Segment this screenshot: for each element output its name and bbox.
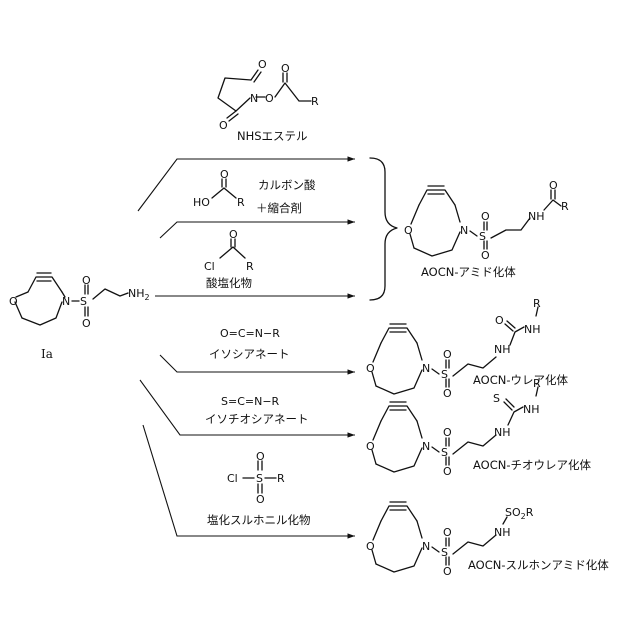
sulfonamide-so2r-group: SO2R	[505, 506, 534, 521]
sulfonyl-chloride-sulfur: S	[256, 472, 263, 485]
ia-ring-oxygen: O	[9, 295, 18, 308]
reagent-isothiocyanate: S=C=N−R イソチオシアネート	[205, 395, 309, 426]
urea-sulfonyl-oxygen-bottom: O	[443, 387, 452, 400]
sulfonamide-ring-oxygen: O	[366, 540, 375, 553]
acid-chloride-chlorine: Cl	[204, 260, 215, 273]
nhs-nitrogen: N	[250, 92, 258, 105]
acid-chloride-carbonyl-oxygen: O	[229, 228, 238, 241]
reagent-carboxylic-acid: HO O R カルボン酸 ＋縮合剤	[193, 168, 316, 215]
sulfonamide-sulfur: S	[441, 546, 448, 559]
reagent-sulfonyl-chloride: Cl S O O R 塩化スルホニル化物	[207, 450, 311, 527]
urea-sulfonyl-oxygen-top: O	[443, 348, 452, 361]
sulfonamide-product-label: AOCN-スルホンアミド化体	[468, 558, 609, 572]
nhs-ring-carbonyl-bottom: O	[219, 119, 228, 132]
sulfonyl-chloride-r-group: R	[277, 472, 285, 485]
isocyanate-formula: O=C=N−R	[220, 327, 280, 340]
amide-ring-bonds	[410, 186, 460, 256]
carboxylic-acid-label: カルボン酸	[258, 178, 316, 192]
condensing-agent-label: ＋縮合剤	[256, 201, 302, 215]
sulfonyl-chloride-label: 塩化スルホニル化物	[207, 513, 311, 527]
sulfonamide-sulfonyl-oxygen-top: O	[443, 526, 452, 539]
thiourea-product-label: AOCN-チオウレア化体	[473, 458, 591, 472]
nhs-r-group: R	[311, 95, 319, 108]
product-amide: O N S O O NH O R AOCN-アミド化体	[404, 179, 569, 279]
ia-amine: NH2	[128, 287, 150, 302]
carboxylic-hydroxyl: HO	[193, 196, 210, 209]
sulfonamide-ring-bonds	[372, 502, 422, 572]
urea-ring-oxygen: O	[366, 362, 375, 375]
carboxylic-r-group: R	[237, 196, 245, 209]
thiourea-nh-far: NH	[523, 403, 540, 416]
product-sulfonamide: O N S O O NH SO2R AOCN-スルホンアミド化体	[366, 502, 609, 578]
arrow-carboxylic-acid	[160, 222, 355, 238]
urea-sulfur: S	[441, 368, 448, 381]
amide-ring-oxygen: O	[404, 224, 413, 237]
urea-ring-bonds	[372, 324, 422, 394]
thiourea-sulfonyl-oxygen-top: O	[443, 426, 452, 439]
acid-chloride-label: 酸塩化物	[206, 276, 252, 290]
thiourea-thiocarbonyl-sulfur: S	[493, 392, 500, 405]
starting-material-ia: O N S O O NH2 Ia	[9, 273, 150, 361]
starting-material-label: Ia	[41, 347, 53, 361]
urea-nh-far: NH	[524, 323, 541, 336]
amide-sulfonyl-oxygen-top: O	[481, 210, 490, 223]
ia-ring-bonds	[15, 273, 65, 325]
nhs-ester-oxygen: O	[265, 92, 274, 105]
acid-chloride-bonds	[220, 239, 245, 258]
amide-product-label: AOCN-アミド化体	[421, 265, 516, 279]
amide-sulfur: S	[479, 230, 486, 243]
isothiocyanate-label: イソチオシアネート	[205, 412, 309, 426]
carboxylic-bonds	[212, 179, 236, 198]
carboxylic-carbonyl-oxygen: O	[220, 168, 229, 181]
nhs-ring-carbonyl-top: O	[258, 58, 267, 71]
reagent-nhs-ester: O O N O O R NHSエステル	[218, 58, 319, 143]
amide-r-group: R	[561, 200, 569, 213]
ia-ring-nitrogen: N	[62, 295, 70, 308]
thiourea-nh-near: NH	[494, 426, 511, 439]
nhs-carbonyl-oxygen: O	[281, 62, 290, 75]
sulfonyl-chloride-oxygen-top: O	[256, 450, 265, 463]
ia-sulfonyl-oxygen-top: O	[82, 274, 91, 287]
amide-sulfonyl-oxygen-bottom: O	[481, 249, 490, 262]
acid-chloride-r-group: R	[246, 260, 254, 273]
amide-routes-brace	[370, 158, 397, 300]
urea-nh-near: NH	[494, 343, 511, 356]
thiourea-ring-nitrogen: N	[422, 440, 430, 453]
isocyanate-label: イソシアネート	[209, 347, 290, 361]
urea-product-label: AOCN-ウレア化体	[473, 373, 568, 387]
isothiocyanate-formula: S=C=N−R	[221, 395, 280, 408]
thiourea-ring-bonds	[372, 402, 422, 472]
nhs-ester-label: NHSエステル	[237, 129, 308, 143]
reagent-isocyanate: O=C=N−R イソシアネート	[209, 327, 290, 361]
urea-carbonyl-oxygen: O	[495, 314, 504, 327]
sulfonamide-nh: NH	[494, 526, 511, 539]
sulfonyl-chloride-chlorine: Cl	[227, 472, 238, 485]
thiourea-r-group: R	[533, 377, 541, 390]
ia-sulfur: S	[80, 295, 87, 308]
urea-r-group: R	[533, 297, 541, 310]
sulfonyl-chloride-oxygen-bottom: O	[256, 493, 265, 506]
amide-ring-nitrogen: N	[460, 224, 468, 237]
thiourea-sulfonyl-oxygen-bottom: O	[443, 465, 452, 478]
thiourea-sulfur: S	[441, 446, 448, 459]
amide-nh: NH	[528, 210, 545, 223]
urea-ring-nitrogen: N	[422, 362, 430, 375]
arrow-nhs-ester	[138, 159, 355, 211]
amide-carbonyl-oxygen: O	[549, 179, 558, 192]
sulfonamide-ring-nitrogen: N	[422, 540, 430, 553]
sulfonamide-sulfonyl-oxygen-bottom: O	[443, 565, 452, 578]
ia-sulfonyl-oxygen-bottom: O	[82, 317, 91, 330]
thiourea-ring-oxygen: O	[366, 440, 375, 453]
reagent-acid-chloride: Cl O R 酸塩化物	[204, 228, 254, 290]
